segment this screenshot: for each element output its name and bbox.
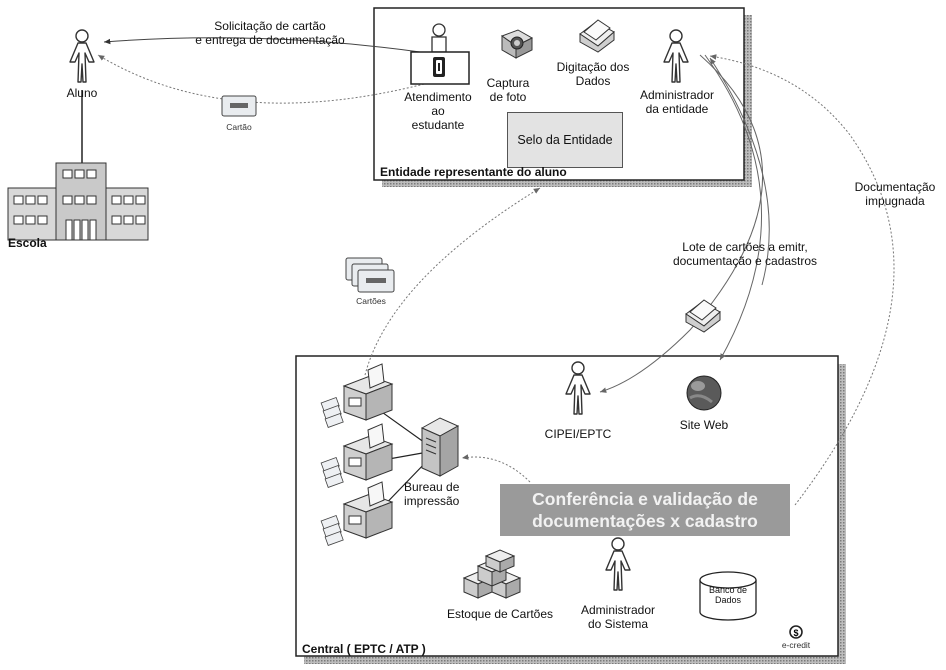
administrador-sistema-label: Administrador do Sistema [572,603,664,631]
entidade-title: Entidade representante do aluno [380,165,567,179]
ecredit-logo-icon: $ [789,625,803,639]
cartoes-stack-icon [345,257,395,293]
cartao-return-arrow [97,54,433,104]
solicitacao-line-2: e entrega de documentação [195,33,345,47]
admin-sistema-line-2: do Sistema [587,617,649,631]
banco-line-1: Banco de [708,585,748,595]
banco-label: Banco de Dados [702,585,754,605]
lote-arrow-return [709,57,770,286]
admin-entidade-line-2: da entidade [645,102,709,116]
impugnada-arrow [709,54,895,506]
conferencia-box: Conferência e validação de documentações… [500,484,790,536]
lote-arrow-site [704,54,763,361]
database-icon [699,571,757,621]
cipei-label: CIPEI/EPTC [544,427,612,441]
digitacao-line-2: Dados [575,74,611,88]
bureau-line-2: impressão [404,494,460,508]
solicitacao-line-1: Solicitação de cartão [214,19,326,33]
bureau-line-1: Bureau de [404,480,460,494]
atendimento-line-1: Atendimento [404,90,472,104]
ecredit-label: e-credit [781,640,811,650]
admin-sistema-line-1: Administrador [580,603,656,617]
server-icon [420,417,460,477]
escola-label: Escola [8,236,47,250]
impugnada-line-2: impugnada [865,194,925,208]
atendimento-label: Atendimento ao estudante [396,90,480,132]
solicitacao-arrow [103,37,421,53]
cartoes-label: Cartões [356,296,386,306]
conferencia-line-1: Conferência e validação de [532,489,758,509]
lote-line-1: Lote de cartões a emitr, [682,240,808,254]
site-web-label: Site Web [679,418,729,432]
lote-folder-icon [685,299,721,333]
estoque-label: Estoque de Cartões [446,607,554,621]
bureau-label: Bureau de impressão [404,480,480,508]
cartao-icon [221,95,257,117]
atendimento-line-3: estudante [411,118,465,132]
aluno-actor-icon [69,29,95,83]
globe-icon [686,375,722,411]
admin-entidade-line-1: Administrador [639,88,715,102]
atendimento-line-2: ao [431,104,445,118]
selo-entidade-box: Selo da Entidade [507,112,623,168]
estoque-boxes-icon [462,549,522,599]
conferencia-bureau-arrow [461,454,531,483]
impugnada-line-1: Documentação [854,180,936,194]
cartoes-return-arrow [364,187,541,376]
impugnada-label: Documentação impugnada [850,180,940,208]
aluno-label: Aluno [66,86,98,100]
banco-line-2: Dados [714,595,741,605]
administrador-entidade-label: Administrador da entidade [632,88,722,116]
cartao-label: Cartão [226,122,252,132]
atendimento-icon [410,23,470,85]
school-building-icon [7,162,149,241]
digitacao-line-1: Digitação dos [556,60,630,74]
lote-line-2: documentação e cadastros [672,254,818,268]
conferencia-line-2: documentações x cadastro [532,511,758,531]
camera-icon [500,29,534,59]
captura-line-1: Captura [486,76,530,90]
lote-label: Lote de cartões a emitr, documentação e … [660,240,830,268]
lote-arrow-cipei [599,54,764,393]
captura-line-2: de foto [489,90,527,104]
digitacao-label: Digitação dos Dados [548,60,638,88]
svg-text:$: $ [793,628,798,638]
central-title: Central ( EPTC / ATP ) [302,642,426,656]
solicitacao-label: Solicitação de cartão e entrega de docum… [185,19,355,47]
captura-label: Captura de foto [476,76,540,104]
